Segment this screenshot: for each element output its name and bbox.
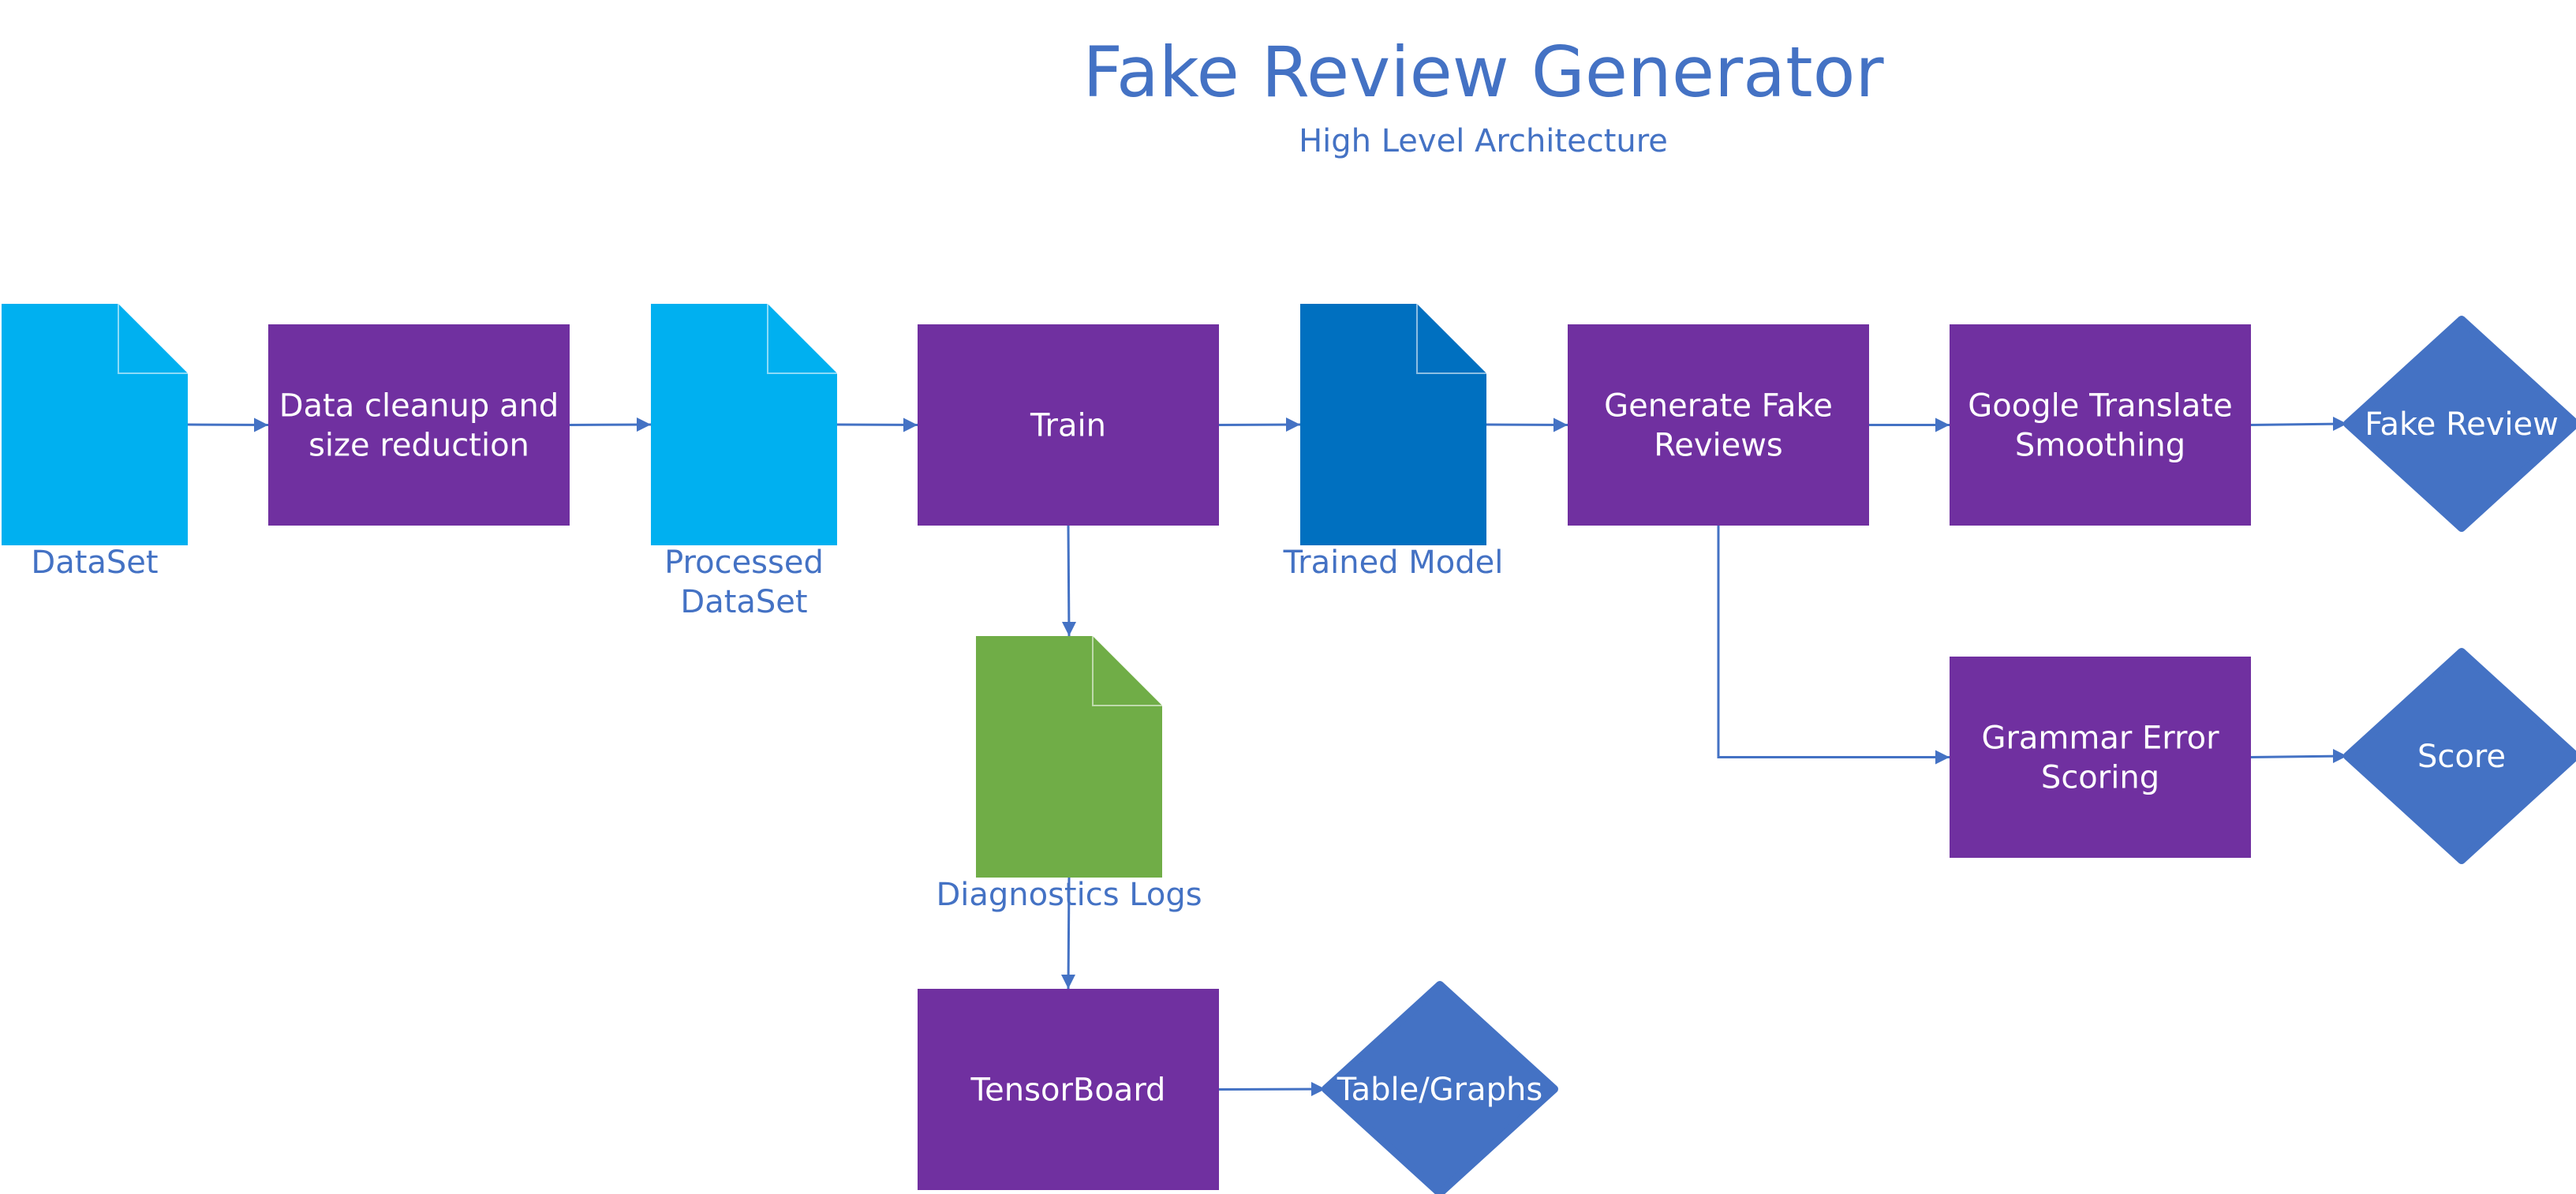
edge-cleanup-to-processed xyxy=(569,417,652,432)
arrow-head xyxy=(1286,417,1300,432)
process-box xyxy=(268,324,570,526)
edge-translate-to-fake xyxy=(2250,417,2348,431)
document-shape xyxy=(1300,304,1486,545)
edge-generate-to-grammar xyxy=(1717,526,1950,765)
document-label: Processed xyxy=(664,545,824,581)
edge-line xyxy=(2250,422,2348,426)
document-fold xyxy=(118,304,188,374)
process-box xyxy=(918,989,1219,1190)
edge-train-to-logs xyxy=(1062,525,1076,637)
edge-grammar-to-score xyxy=(2250,749,2348,763)
edge-train-to-model xyxy=(1218,417,1301,432)
document-shape xyxy=(651,304,837,545)
decision-graphs: Table/Graphs xyxy=(1322,981,1558,1194)
process-label: TensorBoard xyxy=(970,1072,1166,1109)
decision-label: Table/Graphs xyxy=(1337,1072,1542,1108)
edges-layer xyxy=(187,417,2348,1096)
arrow-head xyxy=(1061,975,1075,989)
edge-line xyxy=(1067,877,1071,990)
edge-processed-to-train xyxy=(836,417,918,432)
process-label: Grammar Error xyxy=(1981,721,2219,757)
document-fold xyxy=(1092,636,1162,706)
arrow-head xyxy=(1935,750,1950,765)
process-label: Data cleanup and xyxy=(279,388,559,425)
arrow-head xyxy=(637,417,651,432)
decision-shape xyxy=(1322,981,1558,1194)
process-label: Generate Fake xyxy=(1604,388,1833,425)
document-dataset: DataSet xyxy=(2,304,188,581)
arrow-head xyxy=(1062,622,1076,636)
decision-score: Score xyxy=(2343,648,2576,864)
arrow-head xyxy=(1935,417,1950,432)
process-box xyxy=(1950,324,2251,526)
edge-line xyxy=(2250,754,2348,758)
process-label: size reduction xyxy=(308,428,529,464)
arrow-head xyxy=(1311,1082,1325,1096)
process-label: Smoothing xyxy=(2015,428,2185,464)
arrow-head xyxy=(2333,749,2347,763)
process-label: Google Translate xyxy=(1968,388,2232,425)
document-label: DataSet xyxy=(680,584,807,620)
arrow-head xyxy=(2333,417,2347,431)
decision-label: Fake Review xyxy=(2365,406,2559,443)
document-label: Trained Model xyxy=(1283,545,1504,581)
diagram-title: Fake Review Generator xyxy=(1082,32,1884,113)
decision-shape xyxy=(2343,648,2576,864)
document-label: Diagnostics Logs xyxy=(936,877,1202,913)
document-logs: Diagnostics Logs xyxy=(936,636,1202,913)
edge-generate-to-translate xyxy=(1869,417,1950,432)
decision-shape xyxy=(2343,316,2576,532)
decision-label: Score xyxy=(2417,739,2506,775)
arrow-head xyxy=(1553,417,1568,432)
decision-fake: Fake Review xyxy=(2343,316,2576,532)
document-model: Trained Model xyxy=(1283,304,1504,581)
edge-logs-to-tensorboard xyxy=(1061,877,1075,990)
process-train: Train xyxy=(918,324,1219,526)
document-shape xyxy=(976,636,1162,878)
edge-tensorboard-to-graphs xyxy=(1218,1082,1326,1096)
document-label: DataSet xyxy=(31,545,158,581)
process-box xyxy=(1568,324,1869,526)
process-label: Reviews xyxy=(1654,428,1783,464)
process-label: Train xyxy=(1030,408,1106,444)
document-shape xyxy=(2,304,188,545)
arrow-head xyxy=(903,417,918,432)
process-tensorboard: TensorBoard xyxy=(918,989,1219,1190)
process-box xyxy=(1950,657,2251,858)
edge-model-to-generate xyxy=(1486,417,1568,432)
diagram-subtitle: High Level Architecture xyxy=(1299,123,1668,159)
edge-dataset-to-cleanup xyxy=(187,417,269,432)
process-box xyxy=(918,324,1219,526)
edge-line xyxy=(1717,526,1950,758)
document-fold xyxy=(1416,304,1486,374)
document-fold xyxy=(767,304,837,374)
process-label: Scoring xyxy=(2041,760,2159,796)
edge-line xyxy=(1218,1087,1326,1091)
arrow-head xyxy=(254,417,268,432)
edge-line xyxy=(1067,525,1071,637)
